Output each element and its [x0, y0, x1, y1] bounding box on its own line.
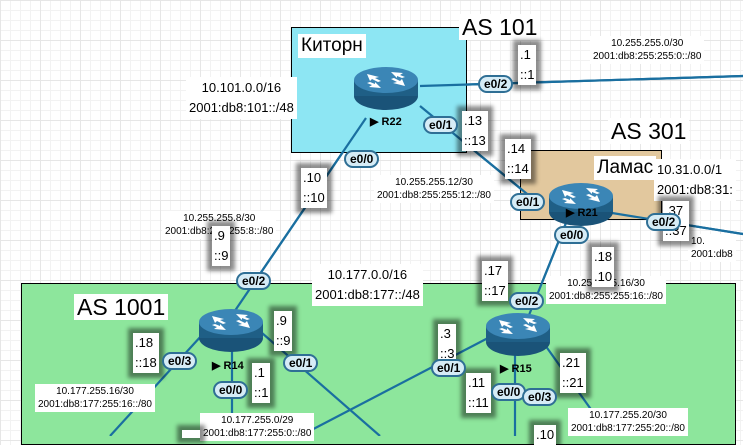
iface-r15-e02[interactable]: e0/2	[509, 292, 545, 310]
router-r21-icon[interactable]	[548, 180, 614, 228]
iface-r22-e01[interactable]: e0/1	[423, 116, 459, 134]
addr-r15-e02: .17::17	[482, 261, 508, 301]
addr-r14-e02: .9::9	[212, 226, 231, 266]
addr-r22-e02: .1::1	[518, 45, 537, 85]
iface-r22-e00[interactable]: e0/0	[344, 150, 380, 168]
addr-r15-e00: .11::11	[466, 373, 491, 413]
iface-r21-e00[interactable]: e0/0	[554, 226, 590, 244]
addr-r14-e00: .1::1	[252, 363, 271, 403]
iface-r14-e03[interactable]: e0/3	[162, 352, 198, 370]
as101-title: AS 101	[459, 14, 541, 40]
router-r21-label: ▶ R21	[566, 207, 598, 219]
iface-r14-e01[interactable]: e0/1	[283, 354, 319, 372]
as1001-title: AS 1001	[74, 294, 169, 320]
iface-r15-e03[interactable]: e0/3	[522, 388, 558, 406]
net-r21-right: 10.2001:db8	[688, 234, 736, 262]
addr-r21-e00: .18.10	[592, 247, 615, 287]
addr-r22-e01: .13::13	[462, 111, 488, 151]
iface-r22-e02[interactable]: e0/2	[478, 75, 514, 93]
router-r22-label: ▶ R22	[370, 116, 402, 128]
router-r14-icon[interactable]	[198, 306, 264, 354]
iface-r14-e00[interactable]: e0/0	[213, 381, 249, 399]
router-r14-label: ▶ R14	[212, 360, 244, 372]
router-r15-icon[interactable]	[485, 310, 551, 358]
addr-r15-e01: .3::3	[438, 324, 457, 364]
router-r15-label: ▶ R15	[500, 363, 532, 375]
router-r22-icon[interactable]	[353, 64, 419, 112]
iface-r21-e01[interactable]: e0/1	[510, 193, 546, 211]
addr-r14-e01: .9::9	[274, 311, 293, 351]
iface-r21-e02[interactable]: e0/2	[646, 213, 682, 231]
iface-r15-e00[interactable]: e0/0	[491, 383, 527, 401]
as301-title: AS 301	[608, 118, 690, 144]
as301-name: Ламас	[594, 156, 657, 180]
addr-r22-e00: .10::10	[301, 168, 327, 208]
addr-r14-e03: .18::18	[133, 333, 159, 373]
addr-r21-e01: .14::14	[505, 139, 531, 179]
addr-bottom-right: .10	[534, 425, 557, 445]
iface-r15-e01[interactable]: e0/1	[431, 359, 467, 377]
addr-bottom-left	[182, 430, 200, 438]
iface-r14-e02[interactable]: e0/2	[236, 272, 272, 290]
addr-r15-e03: .21::21	[560, 353, 586, 393]
as101-name: Киторн	[298, 34, 366, 58]
